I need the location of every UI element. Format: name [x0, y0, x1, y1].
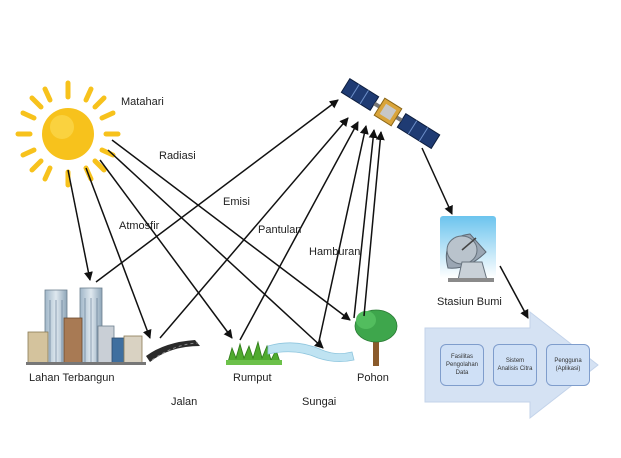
arrow-buildings-satellite — [95, 99, 339, 283]
satellite-dish-icon — [440, 216, 496, 282]
buildings-icon — [26, 287, 146, 365]
arrow-sun-grass — [99, 159, 233, 339]
label-sungai: Sungai — [302, 396, 337, 408]
label-pohon: Pohon — [357, 372, 389, 384]
satellite-icon — [340, 78, 441, 150]
label-jalan: Jalan — [171, 396, 198, 408]
sun-icon — [15, 80, 121, 188]
label-atmosfir: Atmosfir — [119, 220, 160, 232]
label-rumput: Rumput — [233, 372, 272, 384]
arrow-sun-river — [107, 149, 324, 349]
arrow-sun-tree — [111, 139, 351, 321]
label-pantulan: Pantulan — [258, 224, 302, 236]
process-box-users: Pengguna (Aplikasi) — [546, 344, 590, 386]
arrow-sun-buildings — [67, 169, 93, 281]
label-matahari: Matahari — [121, 96, 164, 108]
energy-arrows — [67, 99, 529, 349]
arrow-river-satellite — [317, 125, 369, 347]
label-hamburan: Hamburan — [309, 246, 361, 258]
label-radiasi: Radiasi — [159, 150, 196, 162]
road-icon — [146, 340, 200, 362]
label-emisi: Emisi — [223, 196, 250, 208]
arrow-sun-road — [85, 167, 152, 339]
arrow-tree-satellite-2 — [363, 131, 385, 317]
tree-icon — [354, 309, 398, 366]
arrow-grass-satellite — [239, 121, 359, 341]
arrow-road-satellite — [159, 117, 349, 339]
arrow-satellite-station — [421, 147, 453, 215]
label-lahan-terbangun: Lahan Terbangun — [29, 372, 115, 384]
process-box-image-analysis: Sistem Analisis Citra — [493, 344, 537, 386]
arrow-station-process — [499, 265, 529, 319]
river-icon — [267, 342, 355, 362]
label-stasiun-bumi: Stasiun Bumi — [437, 296, 502, 308]
process-box-data-facility: Fasilitas Pengolahan Data — [440, 344, 484, 386]
arrow-tree-satellite-1 — [353, 129, 378, 319]
